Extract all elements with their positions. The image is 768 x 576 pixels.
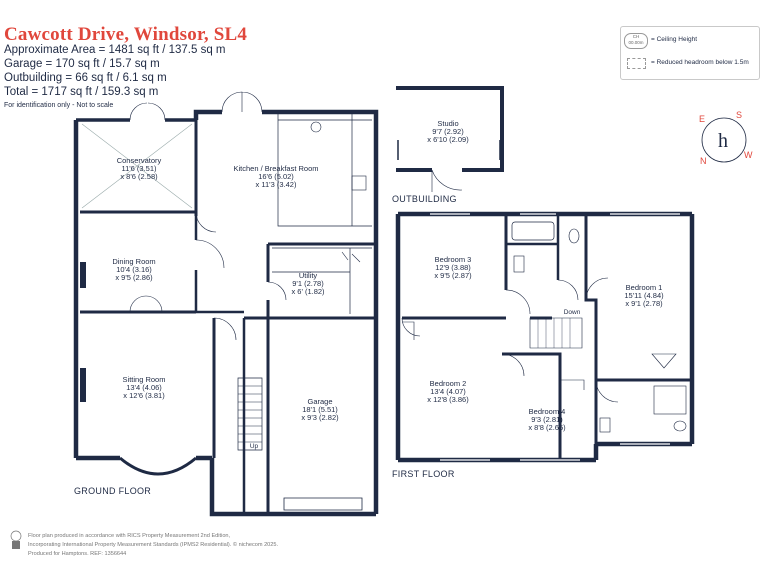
- bedroom1-dim2: x 9'1 (2.78): [625, 299, 663, 308]
- reduced-headroom-icon: [627, 58, 646, 69]
- bedroom3-name: Bedroom 3: [435, 255, 472, 264]
- compass-logo: h S W E N: [699, 110, 753, 166]
- bedroom4-dim2: x 8'8 (2.65): [528, 423, 566, 432]
- rics-icon: [10, 530, 22, 549]
- footer-line-1: Floor plan produced in accordance with R…: [28, 533, 231, 539]
- conservatory-name: Conservatory: [117, 156, 162, 165]
- area-line-approx: Approximate Area = 1481 sq ft / 137.5 sq…: [4, 44, 226, 56]
- dining-dim2: x 9'5 (2.86): [115, 273, 153, 282]
- property-title: Cawcott Drive, Windsor, SL4: [4, 24, 248, 45]
- footer-line-2: Incorporating International Property Mea…: [28, 541, 279, 548]
- bedroom1-dim1: 15'11 (4.84): [624, 291, 664, 300]
- conservatory-dim2: x 8'6 (2.58): [120, 172, 158, 181]
- sitting-dim1: 13'4 (4.06): [126, 383, 162, 392]
- legend-box: [620, 26, 760, 80]
- bedroom4-name: Bedroom 4: [529, 407, 566, 416]
- bedroom4-dim1: 9'3 (2.81): [531, 415, 563, 424]
- studio-dim1: 9'7 (2.92): [432, 127, 464, 136]
- ceiling-height-label: = Ceiling Height: [651, 36, 698, 43]
- dining-name: Dining Room: [112, 257, 155, 266]
- kitchen-dim2: x 11'3 (3.42): [256, 180, 297, 189]
- sitting-name: Sitting Room: [123, 375, 166, 384]
- reduced-headroom-label: = Reduced headroom below 1.5m: [651, 59, 749, 66]
- footer-line-3: Produced for Hamptons. REF: 1356644: [28, 550, 127, 557]
- compass-n: N: [700, 156, 707, 166]
- garage-dim1: 18'1 (5.51): [302, 405, 338, 414]
- outbuilding-walls: [396, 86, 504, 192]
- garage-dim2: x 9'3 (2.82): [301, 413, 339, 422]
- stairs-up-label: Up: [250, 443, 259, 450]
- identification-note: For identification only - Not to scale: [4, 102, 114, 109]
- area-line-outbuilding: Outbuilding = 66 sq ft / 6.1 sq m: [4, 72, 167, 84]
- footer-brand: © nichecom 2025.: [232, 541, 279, 548]
- utility-name: Utility: [299, 271, 318, 280]
- utility-dim2: x 6' (1.82): [291, 287, 325, 296]
- compass-s: S: [736, 110, 742, 120]
- studio-dim2: x 6'10 (2.09): [427, 135, 469, 144]
- bedroom2-name: Bedroom 2: [430, 379, 467, 388]
- ground-floor-label: GROUND FLOOR: [74, 486, 152, 496]
- footer-notes: Floor plan produced in accordance with R…: [28, 532, 278, 558]
- ground-floor-walls: [73, 91, 379, 517]
- utility-dim1: 9'1 (2.78): [292, 279, 324, 288]
- bedroom2-dim2: x 12'8 (3.86): [427, 395, 469, 404]
- outbuilding-label: OUTBUILDING: [392, 194, 457, 204]
- bedroom3-dim2: x 9'5 (2.87): [434, 271, 472, 280]
- conservatory-dim1: 11'6 (3.51): [121, 164, 157, 173]
- kitchen-dim1: 16'6 (5.02): [258, 172, 294, 181]
- bedroom2-dim1: 13'4 (4.07): [430, 387, 466, 396]
- stairs-down-label: Down: [564, 309, 581, 316]
- compass-w: W: [744, 150, 753, 160]
- garage-name: Garage: [307, 397, 332, 406]
- first-floor-label: FIRST FLOOR: [392, 469, 455, 479]
- sitting-dim2: x 12'6 (3.81): [123, 391, 165, 400]
- bedroom3-dim1: 12'9 (3.88): [435, 263, 471, 272]
- dining-dim1: 10'4 (3.16): [116, 265, 152, 274]
- first-floor-walls: [395, 211, 695, 463]
- bedroom1-name: Bedroom 1: [626, 283, 663, 292]
- area-line-total: Total = 1717 sq ft / 159.3 sq m: [4, 86, 159, 98]
- compass-logo-letter: h: [718, 130, 728, 152]
- studio-name: Studio: [437, 119, 458, 128]
- area-line-garage: Garage = 170 sq ft / 15.7 sq m: [4, 58, 160, 70]
- compass-e: E: [699, 114, 705, 124]
- kitchen-name: Kitchen / Breakfast Room: [233, 164, 318, 173]
